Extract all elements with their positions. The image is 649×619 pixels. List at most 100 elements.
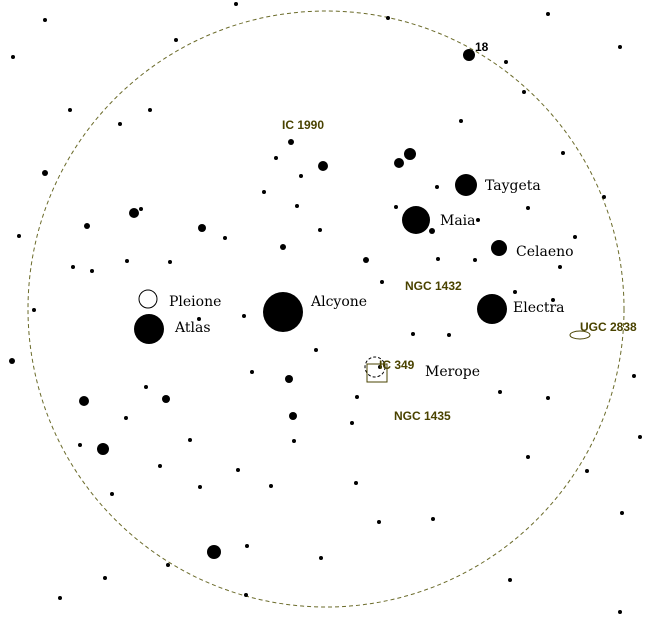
label-ngc1432: NGC 1432 [405, 279, 462, 293]
field-star [274, 156, 278, 160]
label-pleione: Pleione [169, 294, 221, 310]
field-star [473, 258, 477, 262]
field-star [168, 260, 172, 264]
field-star [166, 563, 170, 567]
label-ngc1435: NGC 1435 [394, 409, 451, 423]
label-atlas: Atlas [174, 320, 211, 336]
field-star [363, 257, 369, 263]
field-star [198, 224, 206, 232]
star-18[interactable] [463, 49, 475, 61]
field-star [280, 244, 286, 250]
star-pleione[interactable] [138, 289, 158, 309]
field-star [58, 596, 62, 600]
field-star [435, 185, 439, 189]
field-star [288, 139, 294, 145]
field-star [43, 18, 47, 22]
field-star [198, 485, 202, 489]
field-star [620, 511, 624, 515]
field-star [289, 412, 297, 420]
field-star [188, 438, 192, 442]
field-star [197, 317, 201, 321]
label-maia: Maia [440, 213, 476, 229]
star-electra[interactable] [477, 294, 507, 324]
field-star [377, 520, 381, 524]
label-taygeta: Taygeta [485, 178, 541, 194]
field-star [618, 610, 622, 614]
field-star [42, 170, 48, 176]
field-star [32, 308, 36, 312]
field-star [436, 257, 440, 261]
label-electra: Electra [513, 300, 565, 316]
field-star [386, 16, 390, 20]
field-star [269, 484, 273, 488]
field-star [404, 148, 416, 160]
field-star [234, 2, 238, 6]
star-maia[interactable] [402, 206, 430, 234]
field-star [124, 416, 128, 420]
field-star [546, 12, 550, 16]
field-star [223, 236, 227, 240]
field-star [236, 468, 240, 472]
field-star [242, 314, 246, 318]
field-star [429, 228, 435, 234]
field-star [551, 298, 555, 302]
field-star [355, 395, 359, 399]
star-celaeno[interactable] [491, 240, 507, 256]
star-atlas[interactable] [134, 314, 164, 344]
field-star [459, 119, 463, 123]
field-star [103, 576, 107, 580]
field-star [262, 190, 266, 194]
field-star [632, 374, 636, 378]
field-star [526, 206, 530, 210]
field-star [250, 370, 254, 374]
field-star [79, 396, 89, 406]
field-star [97, 443, 109, 455]
field-star [90, 269, 94, 273]
field-star [78, 443, 82, 447]
field-star [380, 280, 384, 284]
field-star [508, 578, 512, 582]
field-star [318, 228, 322, 232]
field-star [207, 545, 221, 559]
field-star [245, 544, 249, 548]
field-star [125, 259, 129, 263]
ugc2838-galaxy-icon[interactable] [569, 330, 591, 340]
field-star [292, 439, 296, 443]
field-star [144, 385, 148, 389]
field-star [9, 358, 15, 364]
label-merope: Merope [425, 364, 480, 380]
field-star [148, 108, 152, 112]
ic349-frame-icon [366, 363, 388, 383]
field-star [378, 365, 382, 369]
field-star [174, 38, 178, 42]
ic349-nebula-icon[interactable] [364, 356, 386, 378]
field-star [526, 455, 530, 459]
field-star [447, 333, 451, 337]
field-star [68, 108, 72, 112]
field-star [498, 390, 502, 394]
field-star [546, 396, 550, 400]
star-alcyone[interactable] [263, 292, 303, 332]
field-stars [9, 2, 642, 614]
field-star [431, 517, 435, 521]
label-ugc2838: UGC 2838 [580, 320, 637, 334]
field-star [354, 481, 358, 485]
label-celaeno: Celaeno [516, 244, 574, 260]
field-star [394, 158, 404, 168]
field-star [573, 235, 577, 239]
field-star [110, 492, 114, 496]
label-alcyone: Alcyone [310, 294, 367, 310]
field-star [638, 435, 642, 439]
label-18: 18 [475, 40, 489, 54]
field-star [504, 60, 508, 64]
field-star [618, 45, 622, 49]
star-taygeta[interactable] [455, 174, 477, 196]
label-ic1990: IC 1990 [282, 118, 324, 132]
field-star [17, 234, 21, 238]
field-star [476, 218, 480, 222]
field-star [11, 55, 15, 59]
field-star [522, 90, 526, 94]
field-star [244, 593, 248, 597]
